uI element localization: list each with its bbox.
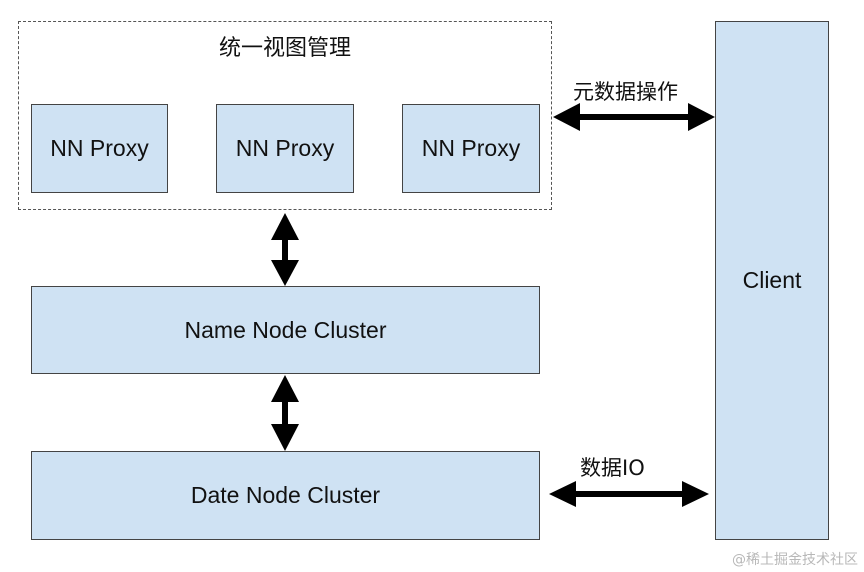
watermark: @稀土掘金技术社区	[732, 552, 858, 568]
name-node-cluster-label: Name Node Cluster	[184, 316, 387, 343]
nn-proxy-label: NN Proxy	[235, 135, 335, 161]
nn-proxy-label: NN Proxy	[421, 135, 521, 161]
metadata-ops-label: 元数据操作	[573, 80, 678, 104]
metadata-ops-arrow	[553, 103, 715, 131]
nn-proxy-box-2[interactable]: NN Proxy	[216, 104, 354, 193]
name-node-cluster-box[interactable]: Name Node Cluster	[31, 286, 540, 374]
namenode-datanode-arrow	[271, 375, 299, 451]
data-node-cluster-box[interactable]: Date Node Cluster	[31, 451, 540, 540]
data-node-cluster-label: Date Node Cluster	[190, 482, 381, 508]
client-label: Client	[742, 267, 802, 293]
nn-proxy-box-3[interactable]: NN Proxy	[402, 104, 540, 193]
client-box[interactable]: Client	[715, 21, 829, 540]
group-namenode-arrow	[271, 213, 299, 286]
nn-proxy-box-1[interactable]: NN Proxy	[31, 104, 168, 193]
unified-view-group	[18, 21, 552, 210]
data-io-label: 数据IO	[580, 456, 645, 480]
nn-proxy-label: NN Proxy	[50, 135, 149, 161]
data-io-arrow	[549, 481, 709, 507]
group-title: 统一视图管理	[218, 36, 351, 61]
